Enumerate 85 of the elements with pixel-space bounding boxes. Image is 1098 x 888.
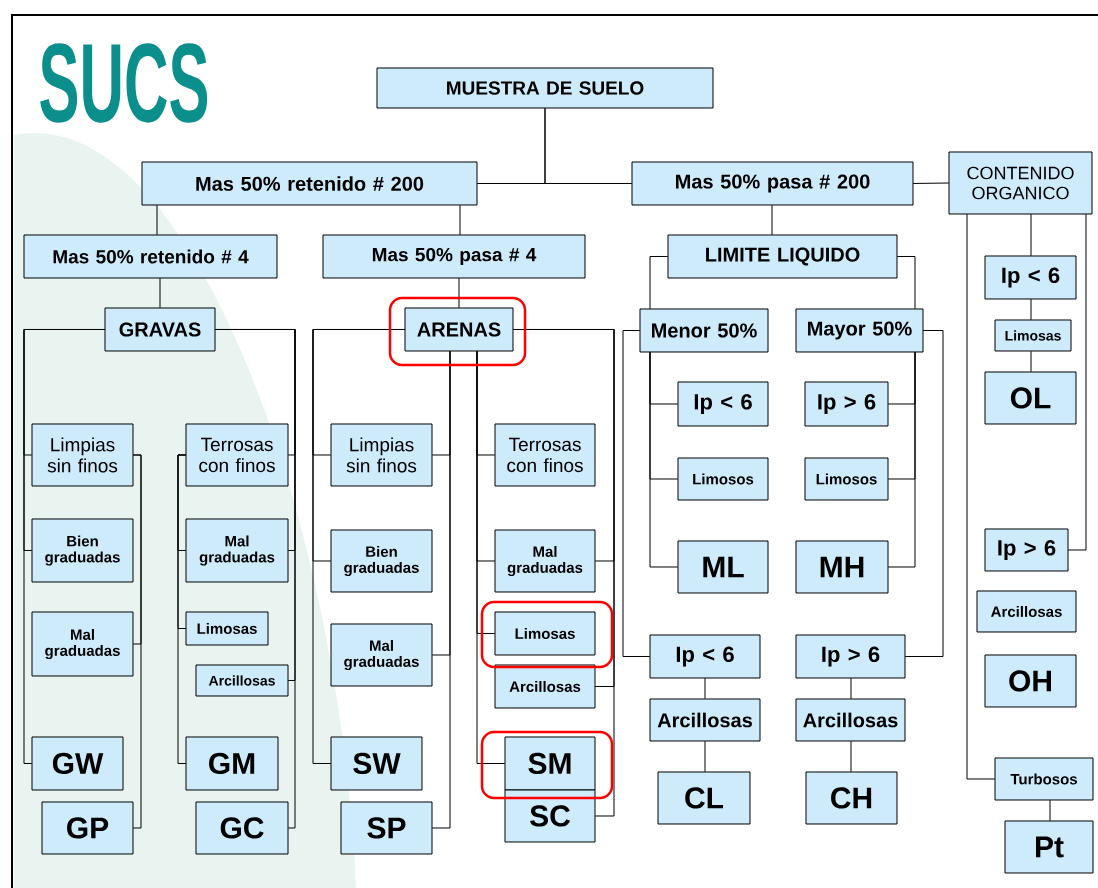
category-box: Arcillosas — [649, 698, 761, 742]
connector-line — [23, 329, 106, 764]
class-symbol-box: SM — [504, 736, 596, 791]
category-box: Terrosas con finos — [185, 423, 289, 487]
class-symbol-box: SP — [340, 801, 433, 855]
class-symbol-box: OH — [984, 654, 1077, 708]
connector-line — [850, 740, 852, 773]
category-box: Limosas — [185, 611, 269, 646]
category-box: ARENAS — [404, 307, 514, 352]
connector-line — [214, 329, 296, 829]
category-box: Bien graduadas — [31, 518, 134, 583]
connector-line — [312, 329, 406, 764]
class-symbol-box: ML — [677, 540, 769, 594]
connector-line — [649, 351, 679, 568]
category-box: Ip > 6 — [795, 634, 906, 679]
class-symbol-box: SC — [504, 789, 596, 843]
category-box: Mal graduadas — [185, 518, 289, 583]
category-box: Ip < 6 — [677, 381, 769, 427]
class-symbol-box: CL — [657, 771, 751, 825]
class-symbol-box: SW — [330, 736, 423, 791]
category-box: Limpias sin finos — [330, 423, 433, 487]
connector-line — [1030, 298, 1032, 321]
category-box: Ip < 6 — [984, 255, 1077, 300]
category-box: Mal graduadas — [31, 611, 134, 677]
connector-line — [1030, 350, 1032, 373]
category-box: Mas 50% retenido # 4 — [23, 234, 278, 279]
category-box: GRAVAS — [104, 307, 216, 352]
class-symbol-box: GC — [195, 801, 289, 855]
category-box: Limosas — [994, 319, 1072, 352]
class-symbol-box: GW — [31, 736, 124, 791]
category-box: Ip < 6 — [649, 634, 761, 679]
class-symbol-box: CH — [805, 771, 898, 825]
class-symbol-box: GP — [41, 801, 134, 855]
connector-line — [177, 454, 187, 764]
connector-line — [1030, 213, 1032, 257]
connector-line — [156, 204, 158, 236]
connector-line — [622, 330, 651, 657]
category-box: Limosos — [804, 457, 889, 501]
class-symbol-box: GM — [185, 736, 279, 791]
connector-line — [476, 350, 506, 764]
category-box: Mal graduadas — [330, 623, 433, 687]
connector-line — [649, 256, 669, 310]
category-box: Turbosos — [994, 757, 1094, 801]
category-box: Arcillosas — [494, 664, 596, 709]
category-box: Terrosas con finos — [494, 423, 596, 487]
connector-line — [132, 454, 142, 829]
connector-line — [704, 740, 706, 773]
connector-line — [1067, 213, 1087, 551]
category-box: Bien graduadas — [330, 529, 433, 593]
connector-line — [704, 677, 706, 700]
connector-line — [904, 330, 944, 657]
title: SUCS — [40, 43, 208, 123]
connector-line — [1049, 799, 1051, 822]
category-box: Limosas — [494, 611, 596, 656]
category-box: Mas 50% pasa # 200 — [631, 161, 914, 206]
connector-line — [912, 182, 950, 184]
class-symbol-box: MH — [795, 540, 889, 594]
category-box: MUESTRA DE SUELO — [376, 67, 714, 109]
category-box: LIMITE LIQUIDO — [667, 234, 898, 279]
class-symbol-box: Pt — [1004, 820, 1094, 874]
connector-line — [459, 204, 461, 236]
category-box: CONTENIDO ORGANICO — [948, 151, 1093, 215]
connector-line — [966, 213, 996, 780]
category-box: Mayor 50% — [795, 308, 924, 353]
category-box: Limosos — [677, 457, 769, 501]
connector-line — [544, 107, 633, 184]
category-box: Mas 50% pasa # 4 — [322, 234, 586, 279]
connector-line — [458, 277, 460, 309]
category-box: Arcillosas — [195, 664, 289, 697]
category-box: Mal graduadas — [494, 529, 596, 593]
class-symbol-box: OL — [984, 371, 1077, 425]
connector-line — [850, 677, 852, 700]
category-box: Mas 50% retenido # 200 — [141, 161, 478, 206]
category-box: Limpias sin finos — [31, 423, 134, 487]
category-box: Arcillosas — [795, 698, 906, 742]
connector-line — [431, 350, 451, 829]
connector-line — [896, 256, 916, 310]
connector-line — [887, 351, 916, 568]
category-box: Ip > 6 — [984, 528, 1069, 572]
category-box: Menor 50% — [639, 308, 769, 353]
connector-line — [771, 204, 773, 236]
category-box: Arcillosas — [976, 590, 1077, 633]
category-box: Ip > 6 — [804, 381, 889, 427]
connector-line — [159, 277, 161, 309]
connector-line — [512, 329, 615, 817]
